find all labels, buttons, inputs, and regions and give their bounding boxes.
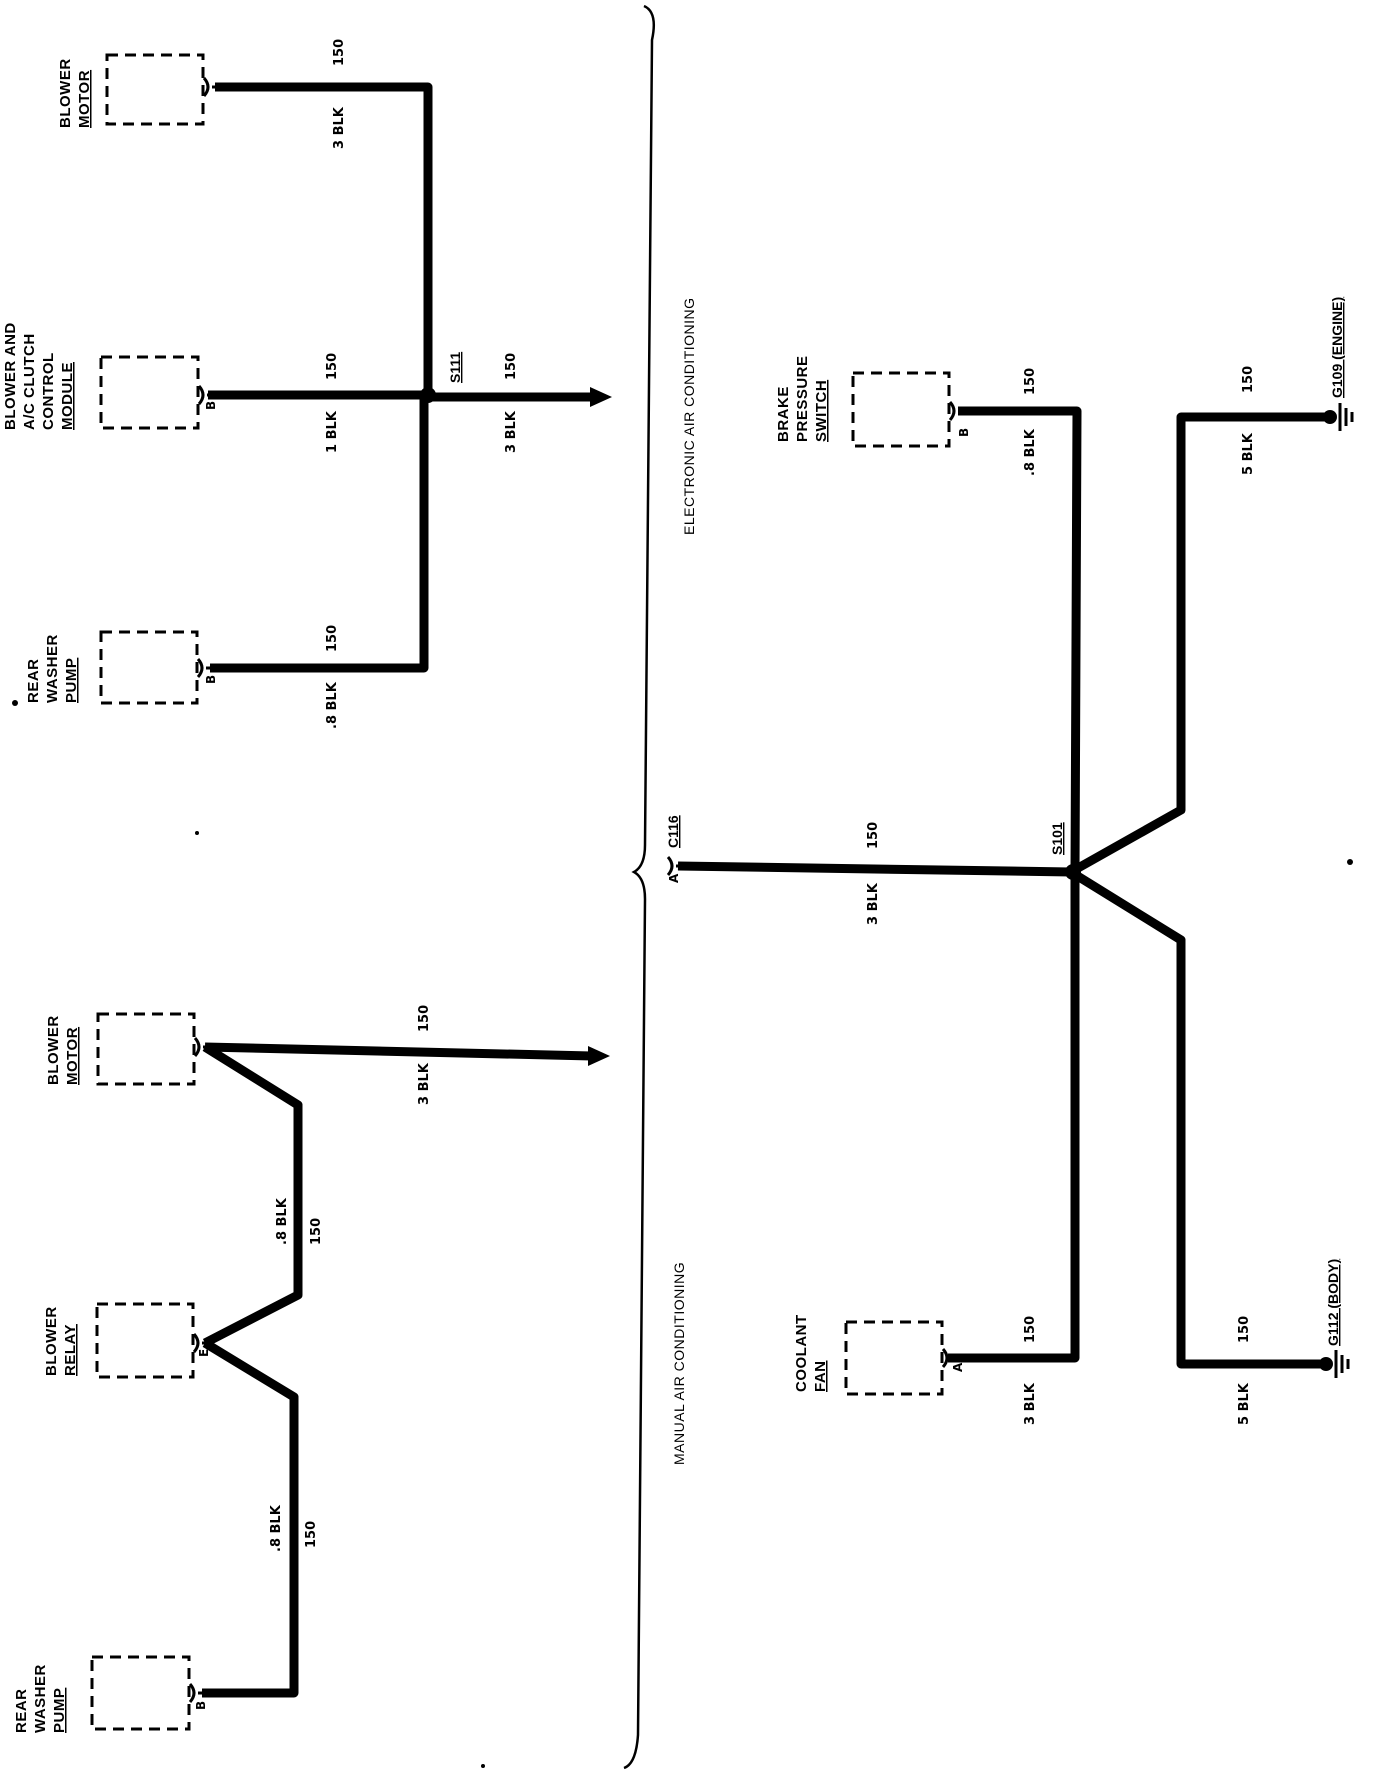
circuit-label: 150	[417, 1005, 432, 1032]
wire-g112	[1068, 868, 1325, 1369]
component-boxes	[90, 53, 951, 1731]
conn-mark-blower-top	[202, 77, 218, 97]
circuit-label: 150	[309, 1218, 324, 1245]
wire-size-label: .8 BLK	[325, 681, 340, 729]
conn-mark-relay	[192, 1333, 207, 1353]
wire-brake-switch	[958, 406, 1082, 873]
wire-c116-to-s101	[677, 861, 1072, 877]
conn-mark-brake	[948, 401, 962, 421]
conn-mark-coolant	[941, 1348, 955, 1368]
circuit-label: 150	[504, 353, 519, 380]
splice-label-c116: C116	[665, 815, 681, 848]
circuit-label: 150	[1237, 1316, 1252, 1343]
wire-size-label: 3 BLK	[1023, 1382, 1038, 1425]
circuit-label: 150	[304, 1521, 319, 1548]
ground-dot-g109	[1323, 410, 1337, 424]
wire-blower-motor-to-relay	[202, 1043, 303, 1347]
section-title-manual: MANUAL AIR CONDITIONING	[671, 1262, 687, 1465]
box-brake-pressure-switch	[851, 371, 951, 448]
circuit-label: 150	[325, 625, 340, 652]
label-brake-pressure-switch: BRAKE PRESSURE SWITCH	[775, 351, 830, 442]
wire-blower-motor-top	[215, 82, 433, 395]
label-coolant-fan: COOLANT FAN	[793, 1310, 829, 1392]
conn-mark-blower-bottom	[193, 1037, 208, 1057]
pin-relay: E	[197, 1349, 211, 1357]
label-blower-motor-bottom: BLOWER MOTOR	[45, 1011, 81, 1085]
label-blower-relay: BLOWER RELAY	[43, 1302, 79, 1376]
ground-label-g112: G112 (BODY)	[1325, 1259, 1341, 1346]
scan-specks	[12, 700, 1353, 1768]
wire-size-label: .8 BLK	[275, 1197, 290, 1245]
pin-module: B	[204, 401, 218, 410]
arrow-s111-out	[590, 387, 612, 407]
wire-size-label: 1 BLK	[325, 410, 340, 453]
ground-label-g109: G109 (ENGINE)	[1329, 297, 1345, 398]
wire-size-label: .8 BLK	[269, 1504, 284, 1552]
wire-size-label: .8 BLK	[1023, 428, 1038, 476]
pin-washer-bottom: B	[194, 1701, 208, 1710]
pin-brake: B	[957, 428, 971, 437]
arrow-blower-bottom-out	[588, 1046, 610, 1066]
splice-dot-s101	[1065, 864, 1081, 880]
box-rear-washer-top	[99, 630, 199, 705]
circuit-label: 150	[1023, 1316, 1038, 1343]
ground-labels: G109 (ENGINE) G112 (BODY)	[1325, 297, 1345, 1346]
wire-relay-to-washer	[202, 1339, 299, 1698]
pin-c116: A	[667, 873, 681, 883]
wire-coolant-fan	[948, 872, 1080, 1363]
ground-dot-g112	[1319, 1357, 1333, 1371]
wires	[202, 82, 1328, 1698]
wire-size-label: 3 BLK	[332, 106, 347, 149]
component-labels: BLOWER MOTOR BLOWER AND A/C CLUTCH CONTR…	[2, 54, 830, 1733]
wire-blower-motor-bottom-out	[204, 1042, 593, 1061]
label-blower-ac-module: BLOWER AND A/C CLUTCH CONTROL MODULE	[2, 318, 76, 430]
pin-labels: B B E B B A A	[194, 401, 971, 1710]
ground-icon-g109	[1338, 403, 1354, 431]
wire-size-label: 5 BLK	[1237, 1382, 1252, 1425]
wire-arrows	[588, 387, 612, 1066]
circuit-label: 150	[332, 39, 347, 66]
section-divider	[623, 4, 655, 1770]
wire-size-label: 3 BLK	[417, 1062, 432, 1105]
splice-labels: S111 S101 C116	[447, 352, 1065, 855]
circuit-label: 150	[325, 353, 340, 380]
box-blower-relay	[95, 1302, 195, 1379]
ground-icon-g112	[1334, 1350, 1350, 1378]
box-rear-washer-bottom	[90, 1655, 191, 1731]
section-title-electronic: ELECTRONIC AIR CONDITIONING	[681, 297, 697, 535]
pin-washer-top: B	[204, 675, 218, 684]
box-blower-ac-module	[99, 355, 200, 430]
label-blower-motor-top: BLOWER MOTOR	[57, 54, 93, 128]
box-coolant-fan	[844, 1320, 944, 1396]
wire-rear-washer-top	[210, 395, 429, 673]
ground-symbols	[1319, 403, 1354, 1378]
label-rear-washer-top: REAR WASHER PUMP	[25, 629, 80, 703]
wire-g109	[1068, 412, 1328, 876]
circuit-label: 150	[1023, 368, 1038, 395]
wire-labels: 150 3 BLK 150 1 BLK 150 3 BLK 150 .8 BLK…	[269, 39, 1256, 1552]
box-blower-motor-bottom	[96, 1012, 196, 1086]
splice-dot-s111	[420, 387, 436, 403]
circuit-label: 150	[866, 822, 881, 849]
splice-label-s101: S101	[1049, 822, 1065, 855]
label-rear-washer-bottom: REAR WASHER PUMP	[13, 1659, 68, 1733]
wire-size-label: 3 BLK	[866, 882, 881, 925]
pin-coolant: A	[951, 1362, 965, 1372]
wire-size-label: 5 BLK	[1241, 432, 1256, 475]
splice-label-s111: S111	[447, 352, 463, 383]
wire-size-label: 3 BLK	[504, 410, 519, 453]
connector-marks	[188, 77, 962, 1703]
box-blower-motor-top	[105, 53, 205, 126]
conn-mark-c116	[666, 856, 682, 876]
conn-mark-washer-top	[196, 658, 212, 678]
conn-mark-washer-bottom	[188, 1683, 204, 1703]
circuit-label: 150	[1241, 366, 1256, 393]
conn-mark-module	[197, 385, 212, 405]
